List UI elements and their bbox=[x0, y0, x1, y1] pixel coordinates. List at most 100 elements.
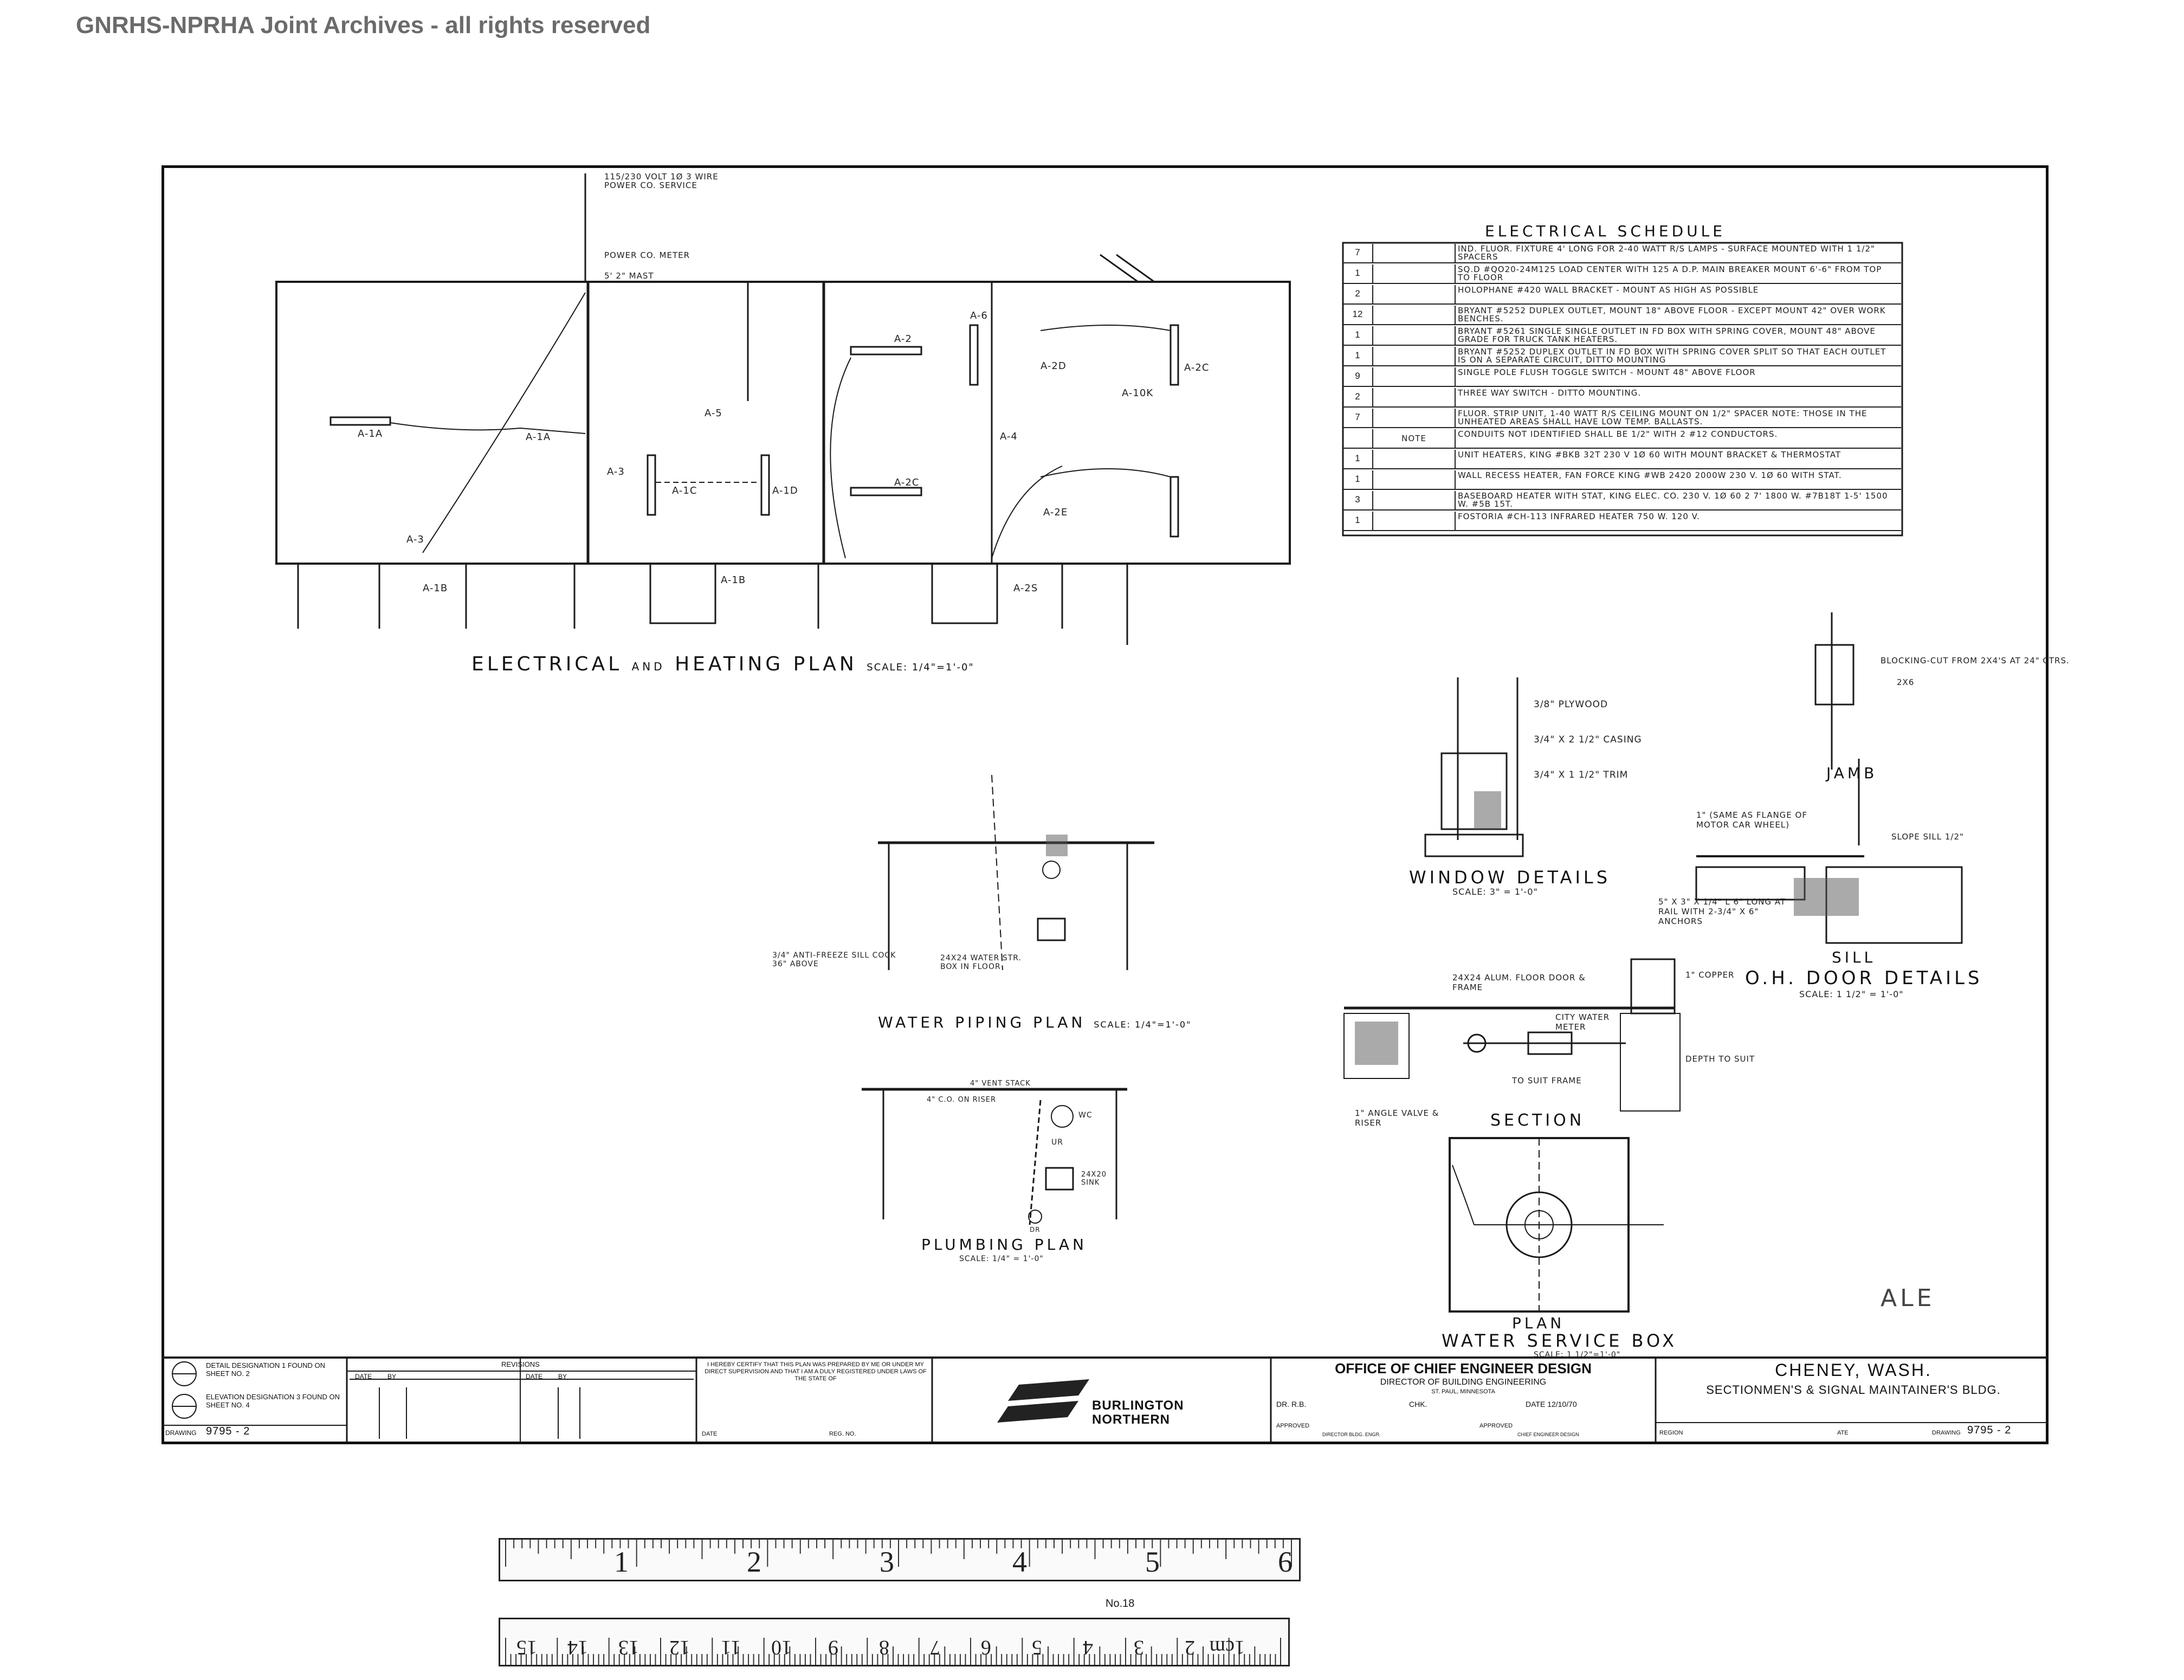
schedule-qty: 1 bbox=[1355, 453, 1360, 463]
dr-label: DR bbox=[1030, 1226, 1041, 1233]
jamb-label: JAMB bbox=[1826, 764, 1878, 782]
window-details-scale: SCALE: 3" = 1'-0" bbox=[1452, 887, 1538, 897]
schedule-desc: SQ.D #QO20-24M125 LOAD CENTER WITH 125 A… bbox=[1458, 264, 1882, 282]
location-title: CHENEY, WASH. bbox=[1775, 1360, 1932, 1380]
chief-signature-line: CHIEF ENGINEER DESIGN bbox=[1517, 1432, 1579, 1437]
single-outlet-wp-symbol bbox=[1372, 326, 1456, 345]
ruler-inch-1: 1 bbox=[614, 1546, 629, 1578]
water-piping-plan-title: WATER PIPING PLAN SCALE: 1/4"=1'-0" bbox=[878, 1013, 1191, 1031]
schedule-qty: 1 bbox=[1355, 350, 1360, 360]
building-outline bbox=[275, 281, 1291, 565]
schedule-row: 2 THREE WAY SWITCH - DITTO MOUNTING. bbox=[1343, 388, 1901, 408]
ruler-cm-label: 15 bbox=[516, 1636, 537, 1659]
service-callout: 115/230 VOLT 1Ø 3 WIRE POWER CO. SERVICE bbox=[604, 172, 719, 190]
circuit-label: A-6 bbox=[970, 310, 988, 321]
slope-sill-callout: SLOPE SILL 1/2" bbox=[1891, 832, 1964, 842]
plumbing-plan-title: PLUMBING PLAN bbox=[921, 1236, 1087, 1253]
schedule-desc: WALL RECESS HEATER, FAN FORCE KING #WB 2… bbox=[1458, 470, 1842, 480]
ruler-inch-2: 2 bbox=[747, 1546, 761, 1578]
load-center-symbol bbox=[1372, 264, 1456, 283]
flange-callout: 1" (SAME AS FLANGE OF MOTOR CAR WHEEL) bbox=[1696, 810, 1807, 830]
water-piping-scale: SCALE: 1/4"=1'-0" bbox=[1094, 1019, 1192, 1030]
schedule-row: 1 WALL RECESS HEATER, FAN FORCE KING #WB … bbox=[1343, 470, 1901, 490]
wc-label: WC bbox=[1078, 1111, 1093, 1120]
plumbing-plan-scale: SCALE: 1/4" = 1'-0" bbox=[959, 1255, 1044, 1263]
section-label: SECTION bbox=[1490, 1111, 1585, 1130]
inch-ruler-ticks bbox=[505, 1540, 1292, 1567]
wall-bracket-symbol bbox=[1372, 285, 1456, 303]
approved-1: APPROVED bbox=[1276, 1423, 1310, 1429]
certification-text: I HEREBY CERTIFY THAT THIS PLAN WAS PREP… bbox=[705, 1361, 927, 1382]
office-city: ST. PAUL, MINNESOTA bbox=[1431, 1388, 1495, 1395]
cm-ruler: 1cm 2 3 4 5 6 7 8 9 10 11 12 13 14 15 bbox=[499, 1618, 1290, 1666]
single-pole-switch-symbol bbox=[1372, 367, 1456, 386]
ruler-cm-label: 1cm bbox=[1209, 1636, 1245, 1659]
depth-callout: DEPTH TO SUIT bbox=[1685, 1054, 1755, 1064]
ruler-inch-3: 3 bbox=[880, 1546, 894, 1578]
circuit-label: A-1A bbox=[358, 428, 383, 440]
legend-drawing-number: 9795 - 2 bbox=[206, 1425, 250, 1437]
three-way-switch-symbol bbox=[1372, 388, 1456, 406]
circuit-label: A-2C bbox=[894, 477, 920, 488]
revision-by-column: BY bbox=[387, 1373, 397, 1380]
circuit-label: A-10K bbox=[1122, 387, 1154, 399]
schedule-desc: THREE WAY SWITCH - DITTO MOUNTING. bbox=[1458, 388, 1642, 398]
archive-watermark: GNRHS-NPRHA Joint Archives - all rights … bbox=[76, 12, 651, 38]
building-title: SECTIONMEN'S & SIGNAL MAINTAINER'S BLDG. bbox=[1706, 1383, 2001, 1397]
cm-ruler-labels: 1cm 2 3 4 5 6 7 8 9 10 11 12 13 14 15 bbox=[500, 1619, 1288, 1665]
schedule-qty: 1 bbox=[1355, 515, 1360, 525]
ruler-cm-label: 14 bbox=[567, 1636, 588, 1659]
drawing-date: DATE 12/10/70 bbox=[1526, 1400, 1577, 1408]
ruler-cm-label: 5 bbox=[1032, 1636, 1042, 1659]
drawing-sheet bbox=[161, 165, 2049, 1444]
city-water-meter-callout: CITY WATER METER bbox=[1555, 1012, 1610, 1032]
circuit-label: A-2C bbox=[1184, 362, 1210, 373]
suit-frame-callout: TO SUIT FRAME bbox=[1512, 1076, 1582, 1085]
fluorescent-fixture-symbol bbox=[1372, 244, 1456, 262]
schedule-desc: FLUOR. STRIP UNIT, 1-40 WATT R/S CEILING… bbox=[1458, 409, 1868, 427]
schedule-desc: HOLOPHANE #420 WALL BRACKET - MOUNT AS H… bbox=[1458, 285, 1759, 295]
revision-date-column: DATE bbox=[355, 1373, 372, 1380]
ruler-cm-label: 11 bbox=[721, 1636, 741, 1659]
ruler-cm-label: 7 bbox=[930, 1636, 940, 1659]
circuit-label: A-4 bbox=[1000, 431, 1018, 442]
schedule-qty: 1 bbox=[1355, 329, 1360, 340]
schedule-desc: UNIT HEATERS, KING #BKB 32T 230 V 1Ø 60 … bbox=[1458, 450, 1841, 460]
casing-callout: 3/4" x 2 1/2" CASING bbox=[1534, 734, 1642, 745]
ruler-cm-label: 3 bbox=[1134, 1636, 1144, 1659]
revisions-heading: REVISIONS bbox=[501, 1360, 540, 1368]
drawing-label: DRAWING bbox=[1932, 1430, 1961, 1436]
ruler-cm-label: 13 bbox=[618, 1636, 639, 1659]
schedule-qty: 12 bbox=[1352, 309, 1363, 319]
unit-heater-symbol bbox=[1372, 450, 1456, 468]
ruler-cm-label: 8 bbox=[879, 1636, 889, 1659]
ruler-cm-label: 6 bbox=[981, 1636, 991, 1659]
ruler-cm-label: 12 bbox=[669, 1636, 690, 1659]
electrical-title-word: ELECTRICAL bbox=[471, 653, 623, 675]
drawing-number: 9795 - 2 bbox=[1967, 1424, 2012, 1436]
meter-callout: POWER CO. METER bbox=[604, 250, 690, 260]
schedule-desc: FOSTORIA #CH-113 INFRARED HEATER 750 W. … bbox=[1458, 512, 1700, 521]
ruler-cm-label: 9 bbox=[828, 1636, 838, 1659]
copper-callout: 1" COPPER bbox=[1685, 970, 1735, 980]
electrical-plan-scale: SCALE: 1/4"=1'-0" bbox=[867, 662, 974, 673]
ruler-model: No.18 bbox=[1106, 1598, 1135, 1610]
circuit-label: A-2E bbox=[1043, 507, 1068, 518]
checked-by: CHK. bbox=[1409, 1400, 1427, 1408]
schedule-qty: 2 bbox=[1355, 391, 1360, 402]
legend-drawing-label: DRAWING bbox=[165, 1429, 197, 1437]
wall-heater-symbol bbox=[1372, 470, 1456, 489]
ruler-cm-label: 10 bbox=[771, 1636, 792, 1659]
schedule-row: 1 UNIT HEATERS, KING #BKB 32T 230 V 1Ø 60… bbox=[1343, 450, 1901, 469]
ate-label: ATE bbox=[1837, 1430, 1849, 1436]
schedule-qty: 1 bbox=[1355, 474, 1360, 484]
drawn-by: DR. R.B. bbox=[1276, 1400, 1307, 1408]
